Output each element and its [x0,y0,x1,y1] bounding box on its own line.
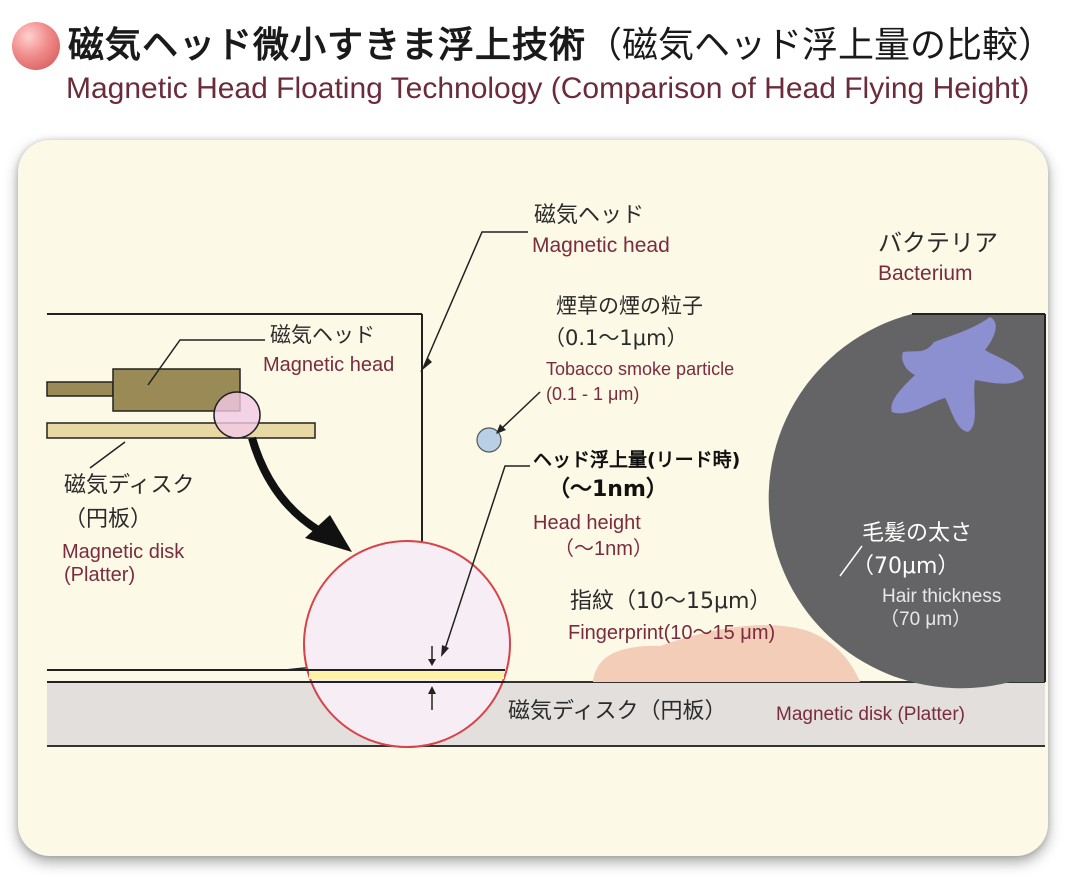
height-label-en2: （～1nm） [554,538,653,560]
zoom-arrowhead [305,515,352,552]
hair-label-jp1: 毛髪の太さ [862,521,973,546]
head-inset-label-en: Magnetic head [263,354,395,376]
head-inset-label-jp: 磁気ヘッド [270,323,375,347]
title-jp-main: 磁気ヘッド微小すきま浮上技術 [68,25,587,66]
fingerprint-shape [593,625,860,682]
page-title-jp: 磁気ヘッド微小すきま浮上技術（磁気ヘッド浮上量の比較） [68,16,1054,68]
head-main-label-en: Magnetic head [532,234,670,257]
smoke-leader [499,391,541,431]
disk-inset-leader [89,441,126,469]
smoke-label-jp1: 煙草の煙の粒子 [556,294,703,318]
disk-bottom-label-en: Magnetic disk (Platter) [776,704,966,725]
height-leader-arrow [441,645,449,657]
bacterium-shape [891,317,1024,432]
head-main-leader-arrow [420,358,432,372]
smoke-label-jp2: （0.1～1μm） [544,326,688,350]
smoke-label-en2: (0.1 - 1 μm) [546,384,640,404]
inset-disk [46,422,316,439]
disk-inset-label-en2: (Platter) [64,564,136,586]
hair-shape [768,314,1045,689]
hair-cross-section [768,313,1046,689]
bacterium-label-jp: バクテリア [878,229,998,257]
zoom-circle [303,540,511,748]
fingerprint-label-jp: 指紋（10～15μm） [570,589,772,614]
zoom-source-circle [213,391,261,439]
smoke-leader-arrow [496,424,506,434]
page-title-en: Magnetic Head Floating Technology (Compa… [66,72,1030,105]
smoke-label-en1: Tobacco smoke particle [546,359,735,379]
zoom-arrow-curve [248,436,321,534]
head-main-label-jp: 磁気ヘッド [534,203,645,228]
head-inset-leader [147,339,265,386]
title-jp-sub: （磁気ヘッド浮上量の比較） [586,25,1055,66]
height-label-jp2: （～1nm） [548,477,668,502]
disk-bottom-label-jp: 磁気ディスク（円板） [508,699,727,724]
head-main-leader [423,231,528,367]
height-arrowhead-top [428,659,436,666]
bacterium-label-en: Bacterium [878,262,973,285]
head-rod [46,381,114,397]
height-arrowhead-bottom [428,686,436,694]
height-leader [443,465,530,653]
hair-label-jp2: （70μm） [852,554,960,579]
hair-label-en2: （70 μm） [880,609,972,630]
hair-label-en1: Hair thickness [882,586,1002,607]
disk-inset-label-jp2: （円板） [64,507,153,532]
height-label-jp1: ヘッド浮上量(リード時) [533,449,741,471]
head-gap-layer [309,671,504,679]
smoke-particle [476,427,502,453]
disk-inset-label-jp1: 磁気ディスク [64,473,195,498]
hair-leader [839,545,863,577]
platter-band [47,682,1045,746]
disk-inset-label-en1: Magnetic disk [62,541,185,563]
title-bullet-icon [12,22,60,70]
height-label-en1: Head height [533,512,641,534]
fingerprint-label-en: Fingerprint(10～15 μm) [568,622,776,644]
